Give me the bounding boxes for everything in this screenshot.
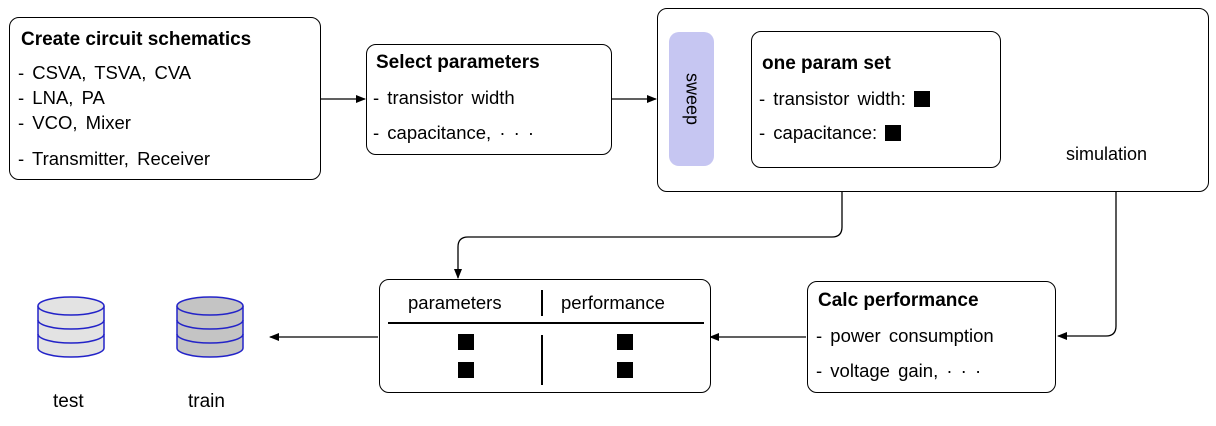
value-placeholder bbox=[913, 91, 930, 107]
select-parameters-title: Select parameters bbox=[376, 52, 540, 73]
table-header-rule bbox=[388, 322, 704, 324]
performance-value bbox=[617, 362, 633, 378]
table-column-divider bbox=[541, 335, 543, 385]
database-icon bbox=[176, 296, 244, 358]
value-placeholder bbox=[885, 125, 902, 141]
select-parameters-item: - capacitance, · · · bbox=[373, 122, 535, 143]
arrow-simulation-to-calc bbox=[1057, 192, 1117, 340]
schematics-item: - LNA, PA bbox=[18, 87, 105, 108]
test-dataset-label: test bbox=[53, 391, 84, 412]
train-database-body bbox=[176, 306, 244, 358]
results-table: parameters performance bbox=[379, 279, 711, 393]
calc-performance-item: - power consumption bbox=[816, 325, 994, 346]
param-set-item: - capacitance: bbox=[759, 122, 902, 144]
param-set-item: - transistor width: bbox=[759, 88, 930, 110]
param-set-title: one param set bbox=[762, 53, 891, 74]
sweep-label: sweep bbox=[682, 72, 702, 126]
database-icon bbox=[37, 296, 105, 358]
table-header-parameters: parameters bbox=[408, 292, 502, 313]
table-header-performance: performance bbox=[561, 292, 665, 313]
calc-performance-item: - voltage gain, · · · bbox=[816, 360, 982, 381]
calc-performance-title: Calc performance bbox=[818, 290, 979, 311]
parameter-value bbox=[458, 362, 474, 378]
parameter-value bbox=[458, 334, 474, 350]
schematics-box: Create circuit schematics - CSVA, TSVA, … bbox=[9, 17, 321, 180]
select-parameters-box: Select parameters - transistor width - c… bbox=[366, 44, 612, 155]
schematics-item: - Transmitter, Receiver bbox=[18, 148, 211, 169]
schematics-title: Create circuit schematics bbox=[21, 29, 252, 50]
performance-value bbox=[617, 334, 633, 350]
param-set-item-label: - transistor width: bbox=[759, 88, 906, 109]
arrow-sweep-to-table bbox=[454, 192, 843, 279]
train-dataset-label: train bbox=[188, 391, 225, 412]
simulation-label: simulation bbox=[1066, 144, 1148, 164]
schematics-item: - VCO, Mixer bbox=[18, 112, 131, 133]
test-database-body bbox=[37, 306, 105, 358]
calc-performance-box: Calc performance - power consumption - v… bbox=[807, 281, 1056, 393]
table-header-divider bbox=[541, 290, 543, 316]
schematics-item: - CSVA, TSVA, CVA bbox=[18, 62, 192, 83]
select-parameters-item: - transistor width bbox=[373, 87, 515, 108]
param-set-item-label: - capacitance: bbox=[759, 122, 878, 143]
param-set-box: one param set - transistor width: - capa… bbox=[751, 31, 1001, 168]
sweep-bar: sweep bbox=[669, 32, 714, 166]
